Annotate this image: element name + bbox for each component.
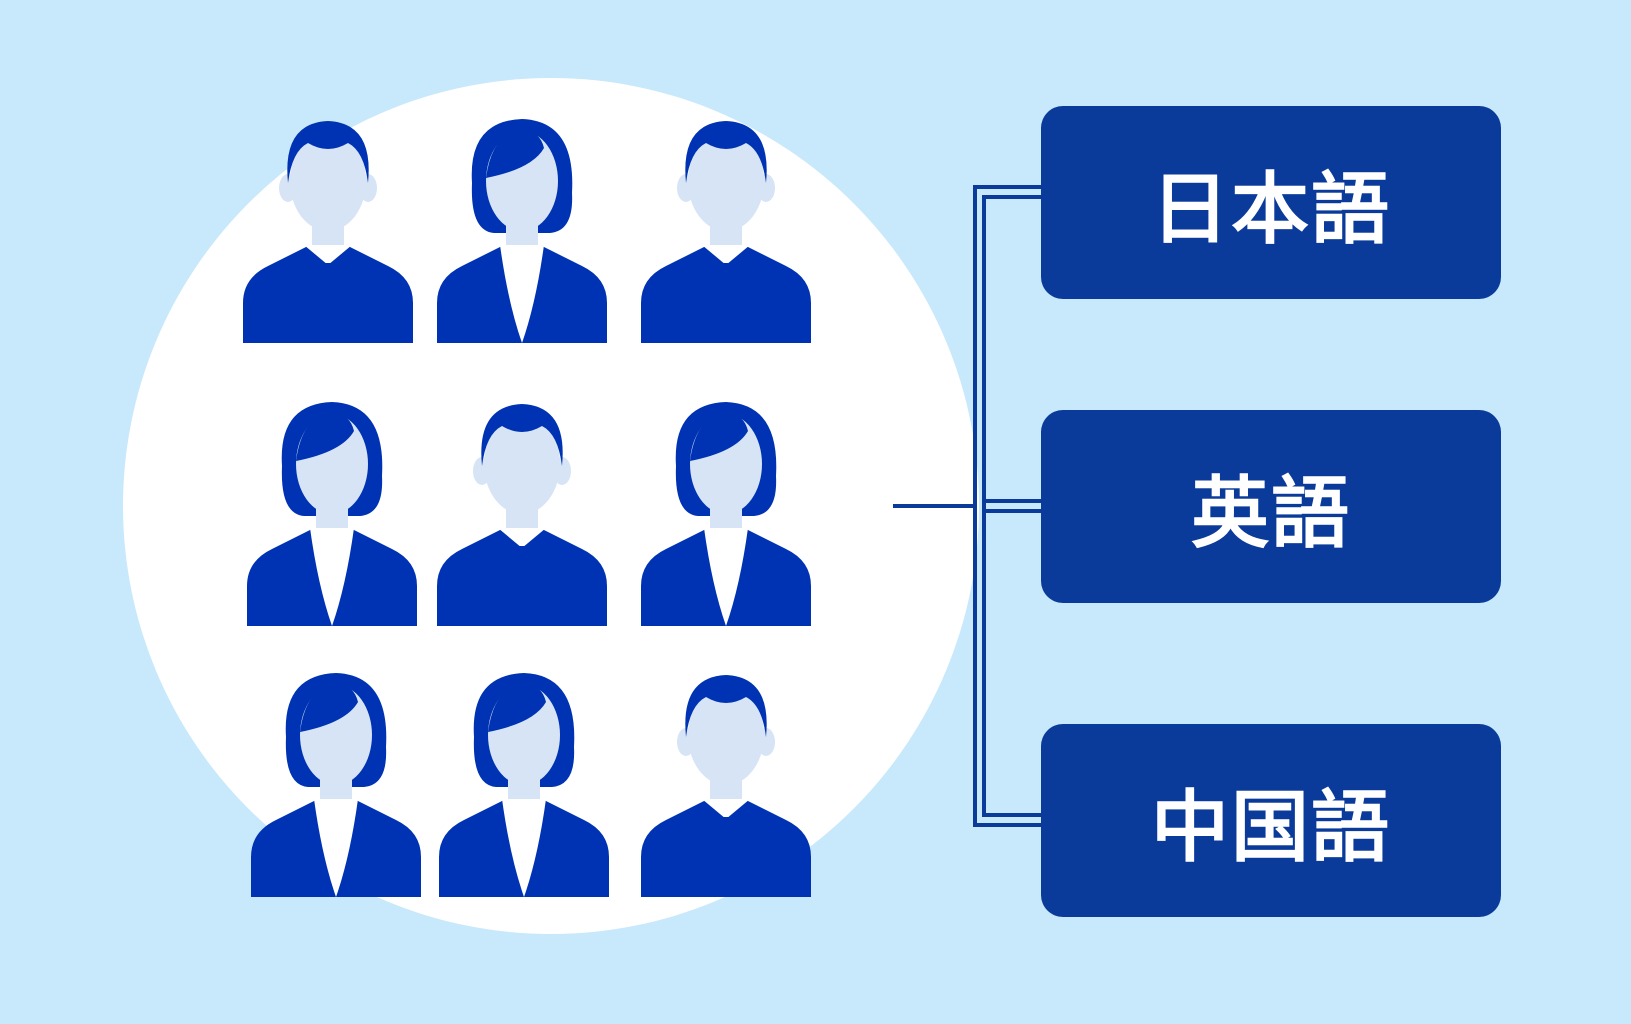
connector-lines	[893, 185, 1041, 827]
language-label: 日本語	[1150, 164, 1391, 255]
language-box-japanese: 日本語	[1041, 106, 1501, 299]
language-box-chinese: 中国語	[1041, 724, 1501, 917]
people-grid	[243, 119, 811, 897]
language-box-english: 英語	[1041, 410, 1501, 603]
language-label: 中国語	[1150, 782, 1391, 873]
language-label: 英語	[1190, 468, 1351, 559]
